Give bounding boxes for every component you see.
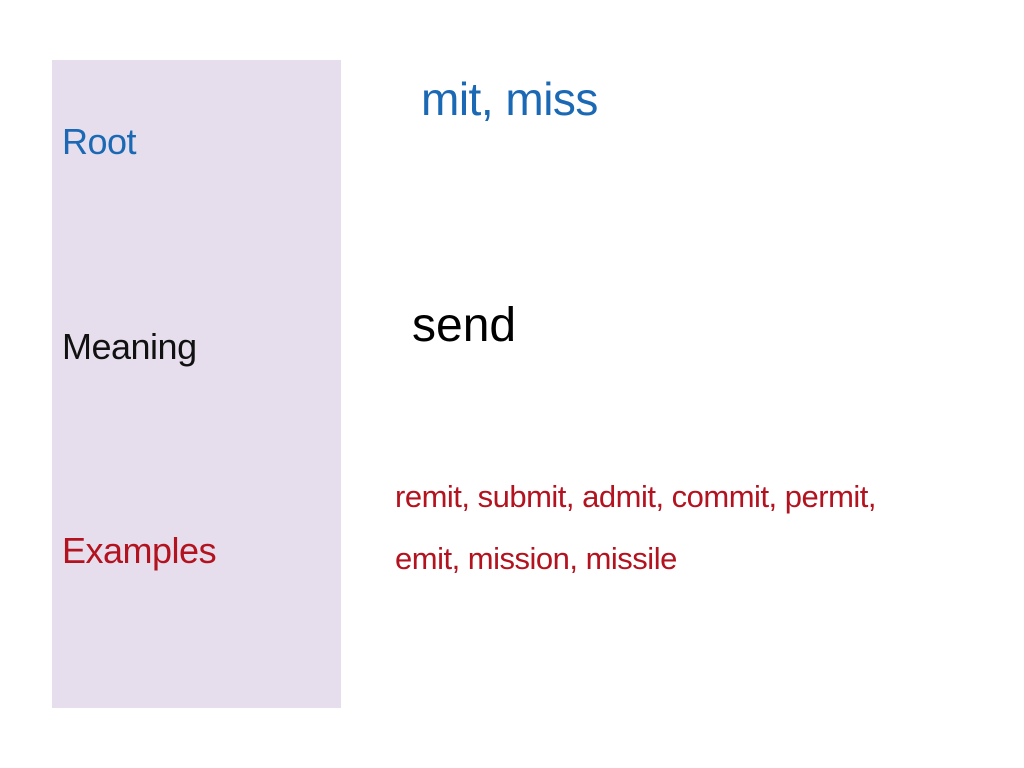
meaning-label: Meaning	[62, 326, 197, 367]
examples-line-2: emit, mission, missile	[395, 541, 677, 576]
examples-line-1: remit, submit, admit, commit, permit,	[395, 479, 877, 514]
examples-value: remit, submit, admit, commit, permit, em…	[395, 466, 995, 590]
examples-label: Examples	[62, 530, 217, 571]
meaning-value: send	[412, 299, 517, 352]
label-panel	[52, 60, 341, 708]
root-value: mit, miss	[421, 73, 598, 125]
root-label: Root	[62, 121, 137, 162]
